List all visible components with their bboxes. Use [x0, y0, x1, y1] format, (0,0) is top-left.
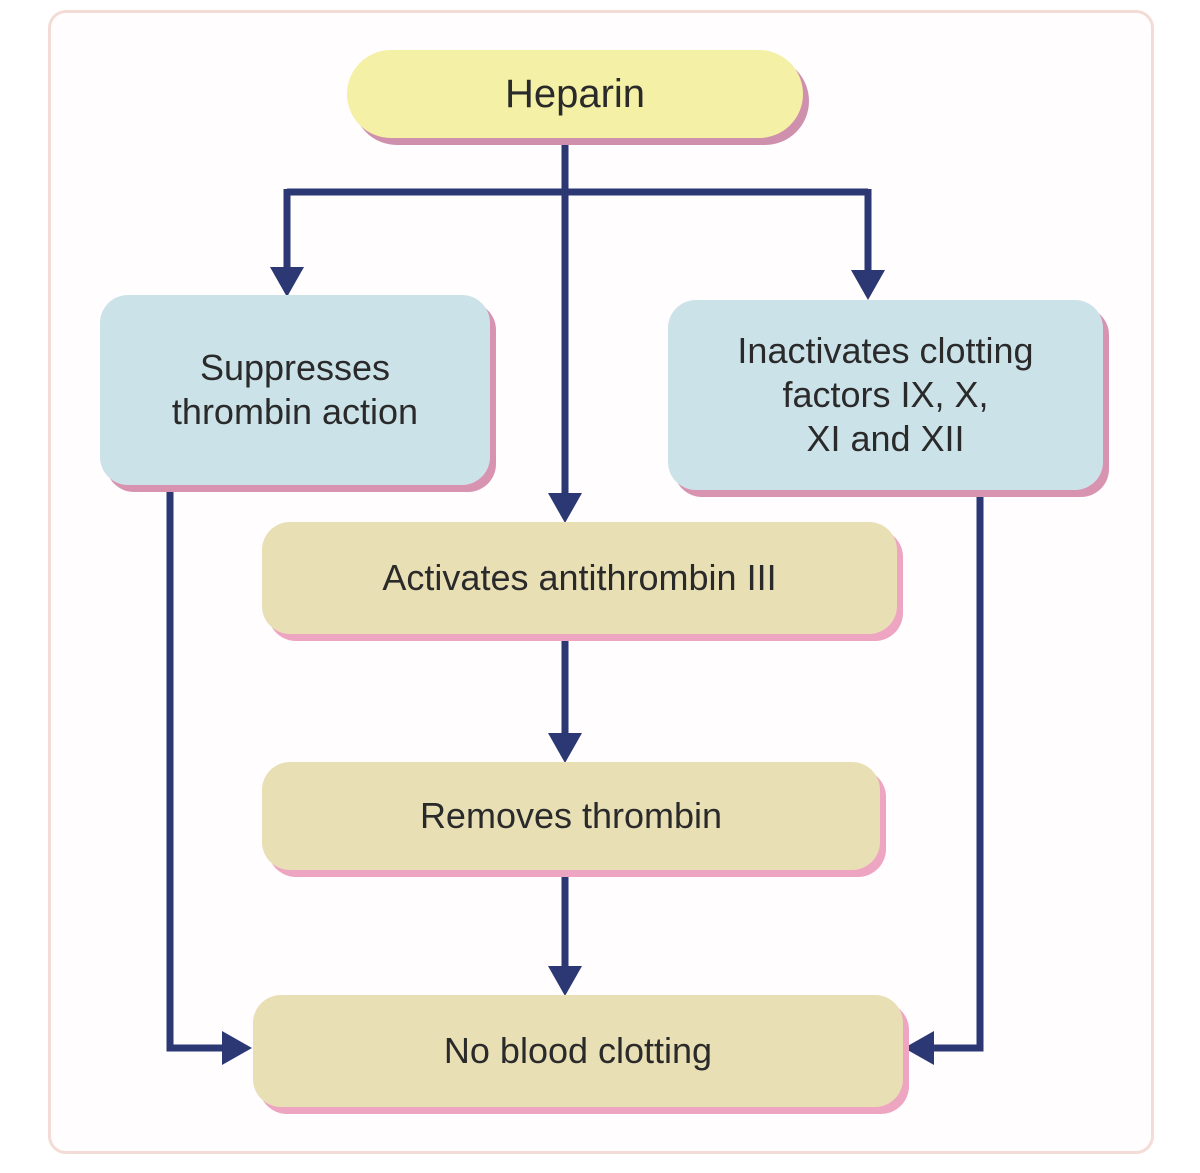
node-inactivates-factors: Inactivates clotting factors IX, X, XI a…	[668, 300, 1103, 490]
node-activates-antithrombin: Activates antithrombin III	[262, 522, 897, 634]
node-heparin: Heparin	[347, 50, 803, 138]
node-activates-label: Activates antithrombin III	[382, 557, 777, 599]
node-removes-label: Removes thrombin	[419, 795, 723, 837]
node-no-blood-clotting: No blood clotting	[253, 995, 903, 1107]
node-suppresses-label: Suppresses thrombin action	[171, 347, 419, 432]
node-heparin-label: Heparin	[504, 71, 646, 116]
node-removes-thrombin: Removes thrombin	[262, 762, 880, 870]
node-inactivates-label: Inactivates clotting factors IX, X, XI a…	[737, 330, 1034, 459]
node-noclot-label: No blood clotting	[443, 1030, 713, 1072]
node-suppresses-thrombin: Suppresses thrombin action	[100, 295, 490, 485]
